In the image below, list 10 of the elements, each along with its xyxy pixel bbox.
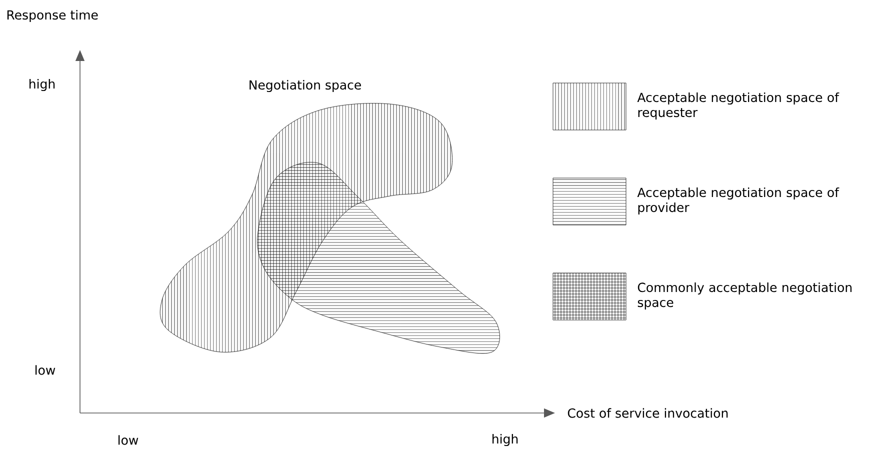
- legend-text: Acceptable negotiation space of provider: [637, 187, 840, 215]
- tick-label: low: [118, 435, 138, 445]
- tick-label: high: [30, 78, 55, 92]
- area-label: Negotiation space: [250, 80, 361, 92]
- axis-label: Cost of service invocation: [568, 408, 728, 418]
- legend-text: Acceptable negotiation space of requester: [637, 92, 840, 120]
- axis-label: Response time: [7, 10, 98, 22]
- tick-label: high: [492, 434, 518, 446]
- legend-text: Commonly acceptable negotiation space: [638, 282, 852, 310]
- tick-label: low: [36, 365, 56, 375]
